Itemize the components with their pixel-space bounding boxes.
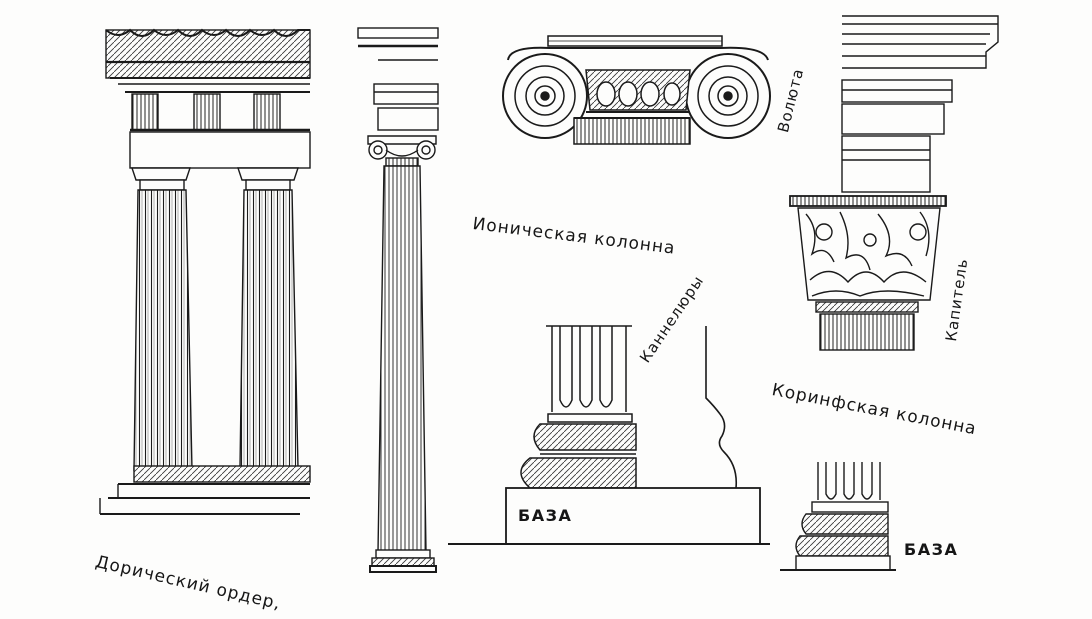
ionic-column-full-drawing: [357, 27, 439, 573]
ionic-base-drawing: [448, 325, 770, 545]
doric-order-drawing: [99, 28, 311, 515]
label-base-corinthian: БАЗА: [904, 540, 959, 559]
label-base-ionic: БАЗА: [518, 506, 573, 525]
ionic-capital-detail-drawing: [502, 35, 771, 145]
corinthian-column-drawing: [780, 15, 999, 571]
